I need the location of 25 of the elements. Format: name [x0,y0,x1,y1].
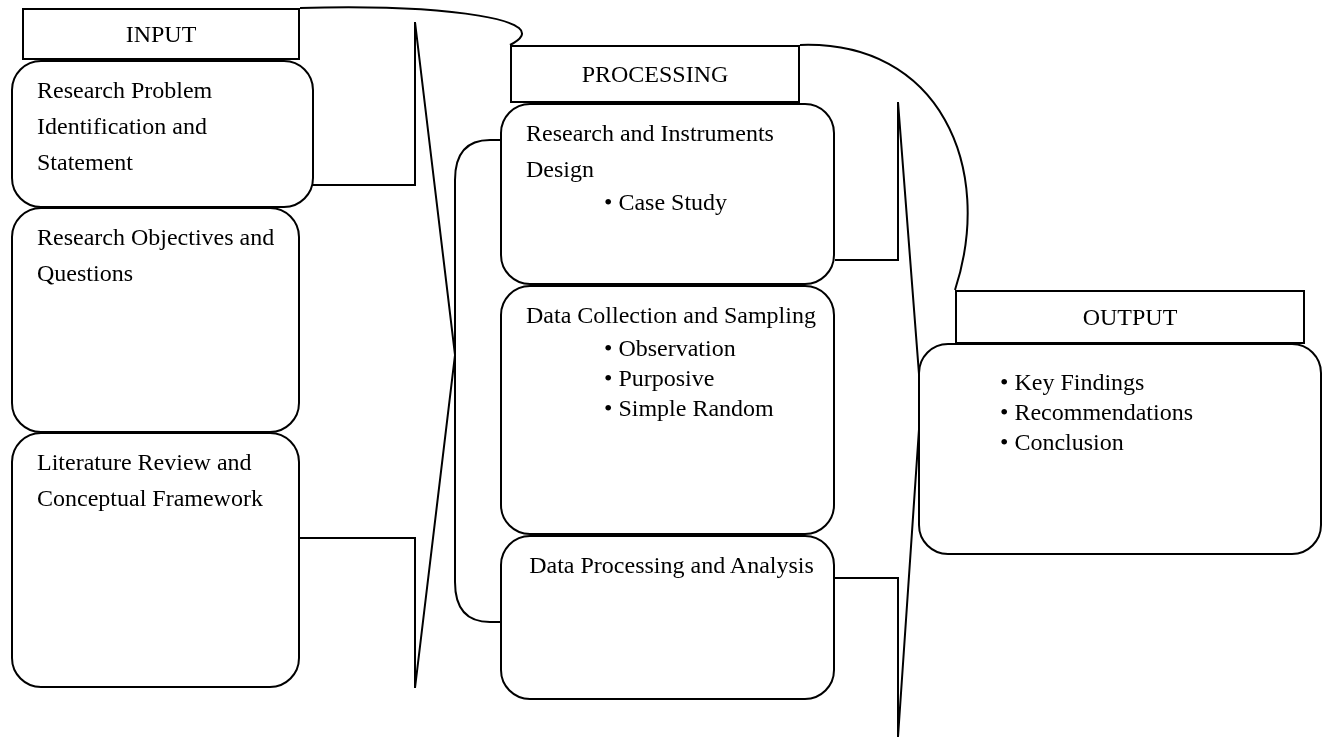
rounded-box [11,60,314,208]
rounded-box [918,343,1322,555]
box-heading: Research Problem Identification and Statement [37,76,214,177]
list-item: • Simple Random [604,394,775,423]
box-heading: Data Processing and Analysis [528,551,815,580]
box-heading: Data Collection and Sampling [526,301,817,330]
rounded-box [500,535,835,700]
list-item: • Observation [604,334,737,363]
list-item: • Case Study [604,188,729,217]
rounded-box [11,432,300,688]
rounded-box [500,285,835,535]
connector-line [299,6,523,46]
connector-line [799,44,969,291]
box-heading: Research Objectives and Questions [37,223,276,288]
list-item: • Key Findings [1000,368,1146,397]
rounded-box [500,103,835,285]
header-box: INPUT [22,8,300,60]
header-box: PROCESSING [510,45,800,103]
box-heading: Literature Review and Conceptual Framework [37,448,264,513]
box-heading: Research and Instruments Design [526,119,775,184]
list-item: • Recommendations [1000,398,1195,427]
rounded-box [11,207,300,433]
header-box: OUTPUT [955,290,1305,344]
list-item: • Conclusion [1000,428,1125,457]
list-item: • Purposive [604,364,716,393]
